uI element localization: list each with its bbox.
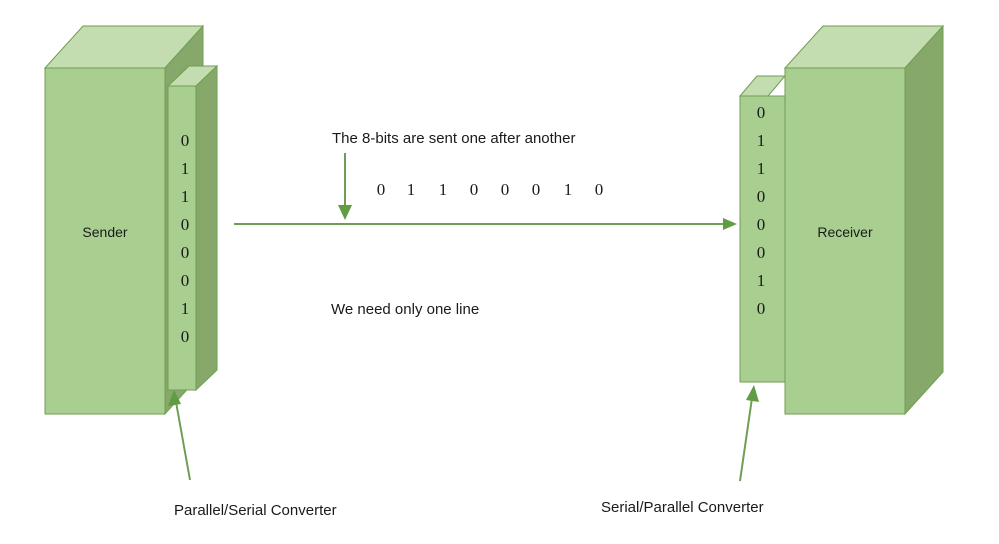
receiver-box-front-face: [784, 67, 906, 415]
receiver-box: Receiver: [783, 24, 945, 416]
sender-label: Sender: [82, 224, 127, 240]
stream-annotation-top: The 8-bits are sent one after another: [332, 130, 575, 147]
serial-parallel-converter-callout: Serial/Parallel Converter: [601, 385, 764, 516]
stream-annotation-group: The 8-bits are sent one after another: [332, 130, 575, 220]
sender-box-front-face: [44, 67, 166, 415]
receiver-register-front-face: [739, 95, 786, 383]
sender-bit: 0: [181, 215, 190, 234]
parallel-serial-converter-label: Parallel/Serial Converter: [174, 502, 337, 519]
sender-bit: 1: [181, 159, 190, 178]
sender-bit: 1: [181, 299, 190, 318]
receiver-label: Receiver: [817, 224, 873, 240]
stream-annotation-arrowhead: [338, 205, 352, 220]
receiver-register: 0 1 1 0 0 0 1 0: [738, 75, 787, 383]
receiver-box-side-face: [904, 24, 944, 416]
receiver-bit: 0: [757, 187, 766, 206]
receiver-bit-column: 0 1 1 0 0 0 1 0: [757, 103, 766, 318]
stream-bit: 1: [407, 180, 416, 199]
sender-bit: 0: [181, 243, 190, 262]
receiver-bit: 1: [757, 159, 766, 178]
stream-bit: 0: [595, 180, 604, 199]
serial-link-arrowhead: [723, 218, 737, 230]
receiver-bit: 1: [757, 131, 766, 150]
receiver-bit: 0: [757, 243, 766, 262]
stream-bit: 0: [470, 180, 479, 199]
parallel-serial-converter-callout: Parallel/Serial Converter: [168, 390, 337, 519]
receiver-bit: 0: [757, 103, 766, 122]
receiver-bit: 0: [757, 299, 766, 318]
sender-bit: 1: [181, 187, 190, 206]
stream-bit: 1: [564, 180, 573, 199]
parallel-serial-converter-arrowhead: [168, 390, 181, 406]
sender-bit: 0: [181, 271, 190, 290]
stream-bit: 0: [532, 180, 541, 199]
stream-bit: 1: [439, 180, 448, 199]
receiver-bit: 0: [757, 215, 766, 234]
receiver-register-top-face: [738, 75, 787, 97]
sender-bit-column: 0 1 1 0 0 0 1 0: [181, 131, 190, 346]
serial-link-arrow: [234, 218, 737, 230]
stream-bit: 0: [501, 180, 510, 199]
sender-register-side-face: [195, 64, 218, 392]
one-line-annotation: We need only one line: [331, 301, 479, 318]
receiver-bit: 1: [757, 271, 766, 290]
sender-bit: 0: [181, 131, 190, 150]
stream-bit: 0: [377, 180, 386, 199]
serial-bit-stream: 0 1 1 0 0 0 1 0: [377, 180, 604, 199]
serial-parallel-converter-arrowhead: [746, 385, 759, 402]
sender-register-front-face: [167, 85, 197, 391]
serial-parallel-converter-label: Serial/Parallel Converter: [601, 499, 764, 516]
sender-bit: 0: [181, 327, 190, 346]
sender-register: 0 1 1 0 0 0 1 0: [166, 64, 219, 392]
